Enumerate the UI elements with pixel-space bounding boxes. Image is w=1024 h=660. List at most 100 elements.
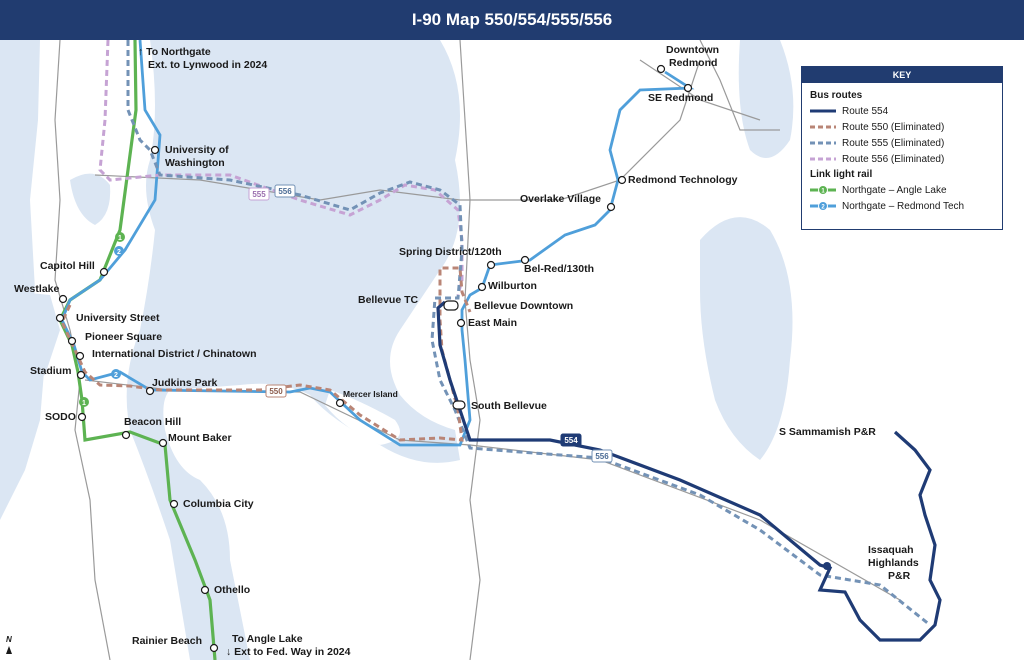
svg-text:554: 554 [564,436,578,445]
stop-judkins-park[interactable] [145,386,155,396]
stop-capitol-hill[interactable] [99,267,109,277]
key-row-link-2: 2 Northgate – Redmond Tech [810,198,994,214]
label-stadium: Stadium [30,365,71,377]
svg-text:1: 1 [82,400,86,407]
label-mercer-island: Mercer Island [343,389,398,399]
north-arrow: N [6,635,12,654]
stop-bel-red[interactable] [520,255,530,265]
key-swatch-555 [810,141,836,145]
label-rainier-beach: Rainier Beach [132,635,202,647]
stop-se-redmond[interactable] [683,83,693,93]
key-row-link-1: 1 Northgate – Angle Lake [810,182,994,198]
key-body: Bus routes Route 554 Route 550 (Eliminat… [802,83,1002,219]
stop-redmond-technology[interactable] [617,175,627,185]
label-issaquah-1: Issaquah [868,544,914,556]
key-swatch-554 [810,109,836,113]
road-i405 [459,40,481,660]
label-judkins-park: Judkins Park [152,377,218,389]
svg-text:550: 550 [269,387,283,396]
stop-international-district[interactable] [75,351,85,361]
label-othello: Othello [214,584,250,596]
label-angle-lake-1: To Angle Lake [232,633,303,645]
label-spring-district: Spring District/120th [399,246,502,258]
key-swatch-550 [810,125,836,129]
label-downtown-redmond-1: Downtown [666,44,719,56]
key-swatch-link-1: 1 [810,185,836,195]
key-row-route-550: Route 550 (Eliminated) [810,119,994,135]
label-bel-red: Bel-Red/130th [524,263,594,275]
shield-554: 554 [560,433,582,447]
lake-sammamish-south [738,40,794,158]
stop-downtown-redmond[interactable] [656,64,666,74]
stop-sodo[interactable] [77,412,87,422]
badge-link-2-north: 2 [114,246,124,256]
label-university-street: University Street [76,312,160,324]
svg-text:2: 2 [117,249,121,256]
lake-union [70,173,111,225]
badge-link-1-south: 1 [79,397,89,407]
label-northgate-2: Ext. to Lynwood in 2024 [148,59,267,71]
label-s-sammamish: S Sammamish P&R [779,426,876,438]
stop-columbia-city[interactable] [169,499,179,509]
puget-sound [0,40,45,520]
map-title-bar: I-90 Map 550/554/555/556 [0,0,1024,40]
svg-text:2: 2 [821,205,825,211]
shield-556-south: 556 [591,449,613,463]
label-westlake: Westlake [14,283,59,295]
stop-westlake[interactable] [58,294,68,304]
key-label-555: Route 555 (Eliminated) [842,137,945,149]
stop-beacon-hill[interactable] [121,430,131,440]
label-east-main: East Main [468,317,517,329]
stop-south-bellevue[interactable] [452,400,466,410]
label-angle-lake-2: ↓ Ext to Fed. Way in 2024 [226,646,351,658]
stop-mercer-island[interactable] [335,398,345,408]
stop-east-main[interactable] [456,318,466,328]
stop-mount-baker[interactable] [158,438,168,448]
stop-issaquah-highlands[interactable] [823,562,831,570]
station-labels: ↑ To Northgate Ext. to Lynwood in 2024 U… [14,44,919,658]
label-beacon-hill: Beacon Hill [124,416,181,428]
north-arrow-label: N [6,635,12,644]
shield-556-north: 556 [274,184,296,198]
stop-wilburton[interactable] [477,282,487,292]
label-overlake: Overlake Village [520,193,601,205]
label-sodo: SODO [45,411,76,423]
stop-spring-district[interactable] [486,260,496,270]
north-arrow-icon [6,646,12,654]
stop-bellevue-downtown[interactable] [443,300,459,311]
route-555-line [126,40,931,627]
road-northeast [699,40,780,131]
key-bus-section: Bus routes [810,90,863,101]
label-northgate-1: ↑ To Northgate [138,46,211,58]
link-1-line [58,40,217,660]
lake-sammamish [700,217,793,460]
svg-text:556: 556 [595,452,609,461]
stop-rainier-beach[interactable] [209,643,219,653]
key-label-554: Route 554 [842,105,889,117]
route-554-line [436,300,942,642]
label-bellevue-downtown: Bellevue Downtown [474,300,573,312]
station-stops [55,64,831,653]
stop-university-of-washington[interactable] [150,145,160,155]
label-pioneer-square: Pioneer Square [85,331,162,343]
label-mount-baker: Mount Baker [168,432,232,444]
key-label-link-2: Northgate – Redmond Tech [842,200,965,212]
map-title: I-90 Map 550/554/555/556 [411,10,613,29]
stop-pioneer-square[interactable] [67,336,77,346]
stop-university-street[interactable] [55,313,65,323]
label-capitol-hill: Capitol Hill [40,260,95,272]
map-canvas: 555 556 550 554 556 1 2 2 [0,40,942,660]
stop-othello[interactable] [200,585,210,595]
label-se-redmond: SE Redmond [648,92,713,104]
stop-overlake-village[interactable] [606,202,616,212]
label-issaquah-2: Highlands [868,557,919,569]
road-redmond [639,59,761,121]
label-bellevue-tc: Bellevue TC [358,294,419,306]
key-label-link-1: Northgate – Angle Lake [842,184,947,196]
elliott-bay [0,290,60,380]
label-wilburton: Wilburton [488,280,537,292]
shield-555: 555 [248,187,270,201]
stop-stadium[interactable] [76,370,86,380]
key-row-route-556: Route 556 (Eliminated) [810,151,994,167]
